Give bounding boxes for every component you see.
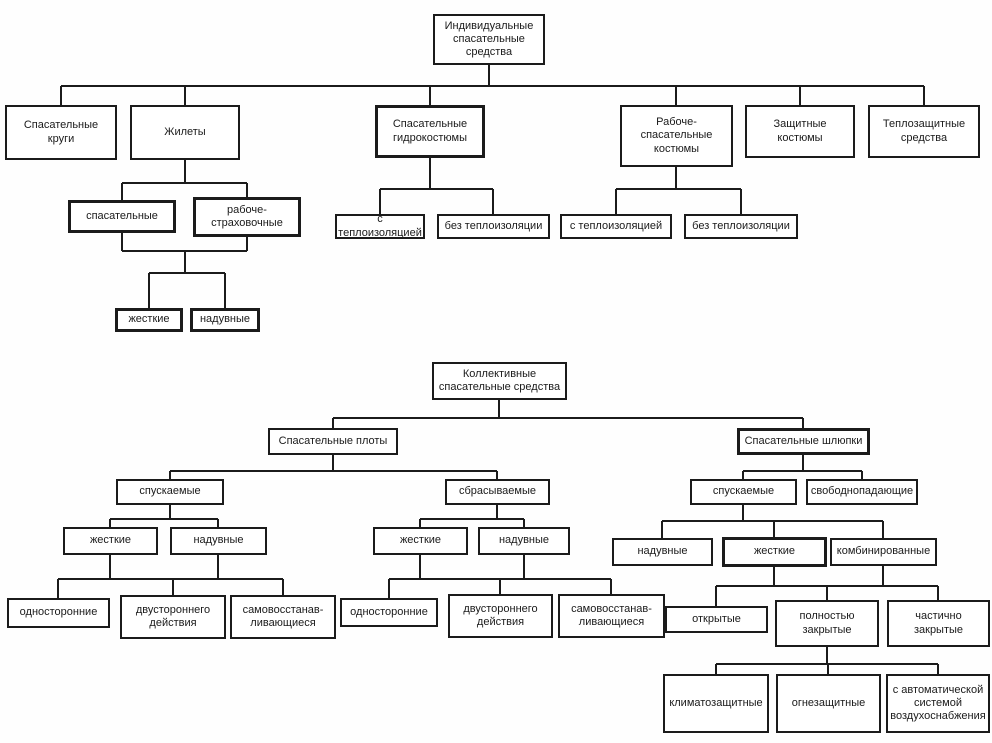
node-raft2-self-righting: самовосстанав- ливающиеся [558, 594, 665, 638]
node-raft-lowered-rigid: жесткие [63, 527, 158, 555]
node-boat-combined: комбинированные [830, 538, 937, 566]
node-jacket-inflatable: надувные [190, 308, 260, 332]
node-raft-lowered-inflatable: надувные [170, 527, 267, 555]
node-raft-dropped-rigid: жесткие [373, 527, 468, 555]
node-individual-root: Индивидуальные спасательные средства [433, 14, 545, 65]
node-raft1-two-sided: двустороннего действия [120, 595, 226, 639]
node-raft1-one-sided: односторонние [7, 598, 110, 628]
node-immersion-insulated: с теплоизоляцией [335, 213, 425, 239]
node-jacket-rescue: спасательные [68, 200, 176, 233]
node-life-buoys: Спасательные круги [5, 105, 117, 160]
node-raft2-one-sided: односторонние [340, 598, 438, 627]
node-thermal-protective: Теплозащитные средства [868, 105, 980, 158]
node-life-rafts: Спасательные плоты [268, 428, 398, 455]
node-lifeboats: Спасательные шлюпки [737, 428, 870, 455]
node-work-uninsulated: без теплоизоляции [684, 214, 798, 239]
node-boat-lowered: спускаемые [690, 479, 797, 505]
node-work-insulated: с теплоизоляцией [560, 214, 672, 239]
node-protective-suits: Защитные костюмы [745, 105, 855, 158]
node-boat-partially-enclosed: частично закрытые [887, 600, 990, 647]
node-immersion-suits: Спасательные гидрокостюмы [375, 105, 485, 158]
node-boat-rigid: жесткие [722, 537, 827, 567]
node-boat-inflatable: надувные [612, 538, 713, 566]
node-boat-fully-enclosed: полностью закрытые [775, 600, 879, 647]
node-immersion-uninsulated: без теплоизоляции [437, 214, 550, 239]
node-work-rescue-suits: Рабоче- спасательные костюмы [620, 105, 733, 167]
node-life-jackets: Жилеты [130, 105, 240, 160]
node-enclosed-fire: огнезащитные [776, 674, 881, 733]
node-collective-root: Коллективные спасательные средства [432, 362, 567, 400]
node-jacket-work-safety: рабоче- страховочные [193, 197, 301, 237]
node-boat-open: открытые [665, 606, 768, 633]
node-raft-dropped-inflatable: надувные [478, 527, 570, 555]
node-boat-freefall: свободнопадающие [806, 479, 918, 505]
node-enclosed-auto-air: с автоматической системой воздухоснабжен… [886, 674, 990, 733]
node-enclosed-climate: климатозащитные [663, 674, 769, 733]
node-raft-lowered: спускаемые [116, 479, 224, 505]
node-jacket-rigid: жесткие [115, 308, 183, 332]
node-raft1-self-righting: самовосстанав- ливающиеся [230, 595, 336, 639]
node-raft2-two-sided: двустороннего действия [448, 594, 553, 638]
node-raft-dropped: сбрасываемые [445, 479, 550, 505]
